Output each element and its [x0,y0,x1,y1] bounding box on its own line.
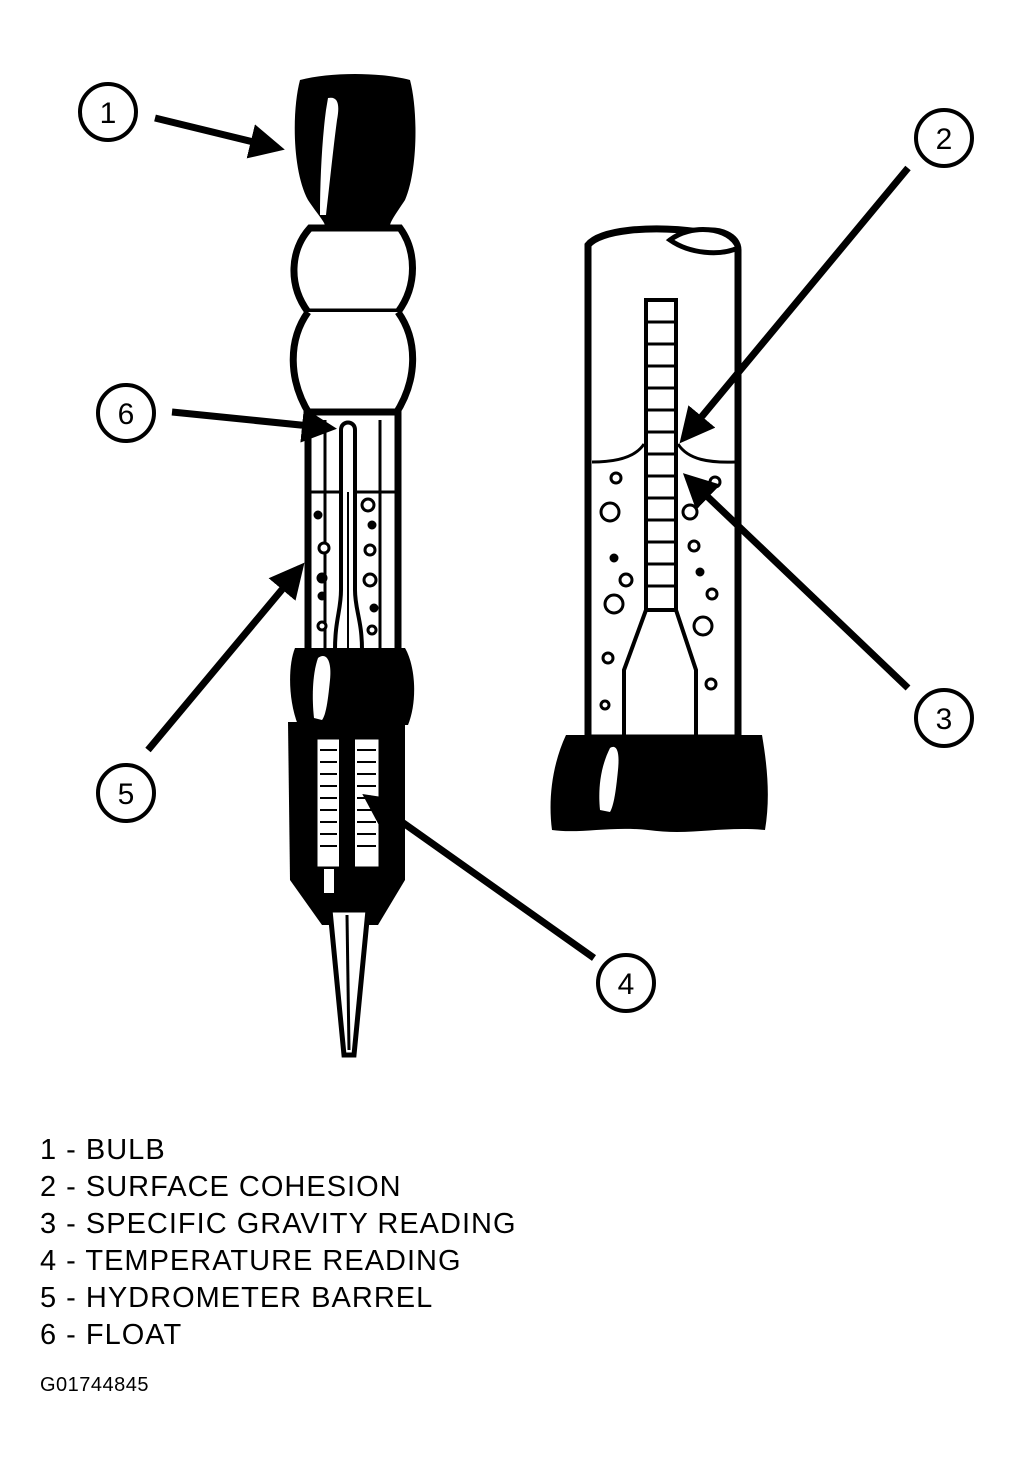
closeup-base-highlight [599,746,619,812]
callout-3: 3 [914,688,974,748]
callout-4: 4 [596,953,656,1013]
bulb-shape [294,74,416,226]
arrow-4 [362,793,597,961]
bubbles-left [313,497,379,636]
hydrometer-left [288,74,417,1058]
closeup-float-body [622,609,698,738]
collar-highlight [312,656,331,720]
closeup-base [550,735,768,832]
svg-text:2: 2 [936,123,953,156]
svg-text:1: 1 [100,97,117,130]
bulb-highlight [320,97,339,215]
legend-item-specific-gravity-reading: 3 - SPECIFIC GRAVITY READING [40,1208,517,1240]
callout-5: 5 [96,763,156,823]
glass-upper-bulge [290,224,416,316]
svg-text:4: 4 [618,968,635,1001]
callout-6: 6 [96,383,156,443]
glass-lower-bulge [289,309,417,419]
callout-1: 1 [78,82,138,142]
svg-text:6: 6 [118,398,135,431]
legend-item-bulb: 1 - BULB [40,1134,166,1166]
thermometer-tube [339,732,355,872]
arrow-1 [154,114,285,159]
legend-item-surface-cohesion: 2 - SURFACE COHESION [40,1171,402,1203]
figure-id: G01744845 [40,1374,150,1396]
arrow-3 [682,473,911,691]
closeup-scale-lines [646,320,676,588]
arrow-2 [679,165,911,444]
callout-arrows [145,114,911,961]
callout-2: 2 [914,108,974,168]
closeup-liquid-surface [591,443,737,464]
legend-item-hydrometer-barrel: 5 - HYDROMETER BARREL [40,1282,434,1314]
arrow-5 [145,562,305,753]
collar [290,648,415,725]
closeup-top-cut [665,227,742,256]
legend-item-temperature-reading: 4 - TEMPERATURE READING [40,1245,462,1277]
legend-item-float: 6 - FLOAT [40,1319,183,1351]
svg-text:3: 3 [936,703,953,736]
hydrometer-diagram: 1 2 3 4 5 6 [78,74,974,1058]
legend: 1 - BULB 2 - SURFACE COHESION 3 - SPECIF… [40,1132,517,1354]
arrow-6 [171,407,337,443]
svg-text:5: 5 [118,778,135,811]
barrel-closeup [550,225,768,832]
